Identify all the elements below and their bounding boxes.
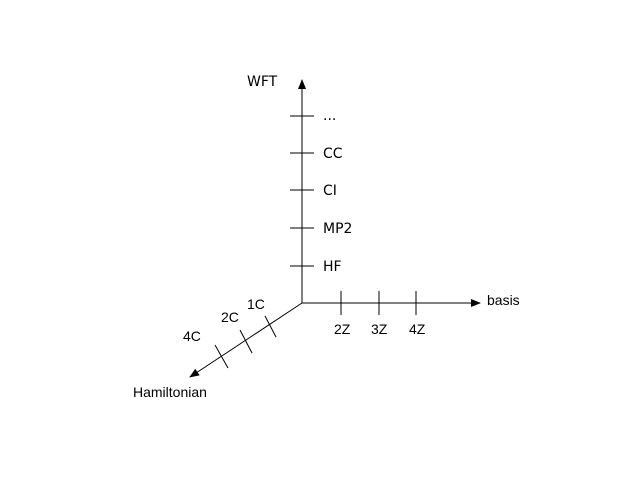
wft-tick-label: CI [323, 183, 337, 199]
hamiltonian-tick-2c [239, 329, 253, 354]
hamiltonian-axis [189, 302, 303, 378]
basis-tick-label: 4Z [409, 321, 426, 337]
basis-axis-label: basis [487, 292, 520, 308]
basis-tick-label: 2Z [334, 321, 351, 337]
wft-tick-label: ... [323, 108, 336, 124]
wft-tick-label: MP2 [323, 221, 352, 237]
wft-tick-label: CC [323, 146, 343, 162]
hamiltonian-tick-label: 2C [221, 309, 239, 325]
hamiltonian-axis-label: Hamiltonian [133, 384, 207, 400]
hamiltonian-tick-label: 4C [183, 328, 201, 344]
hamiltonian-tick-1c [264, 315, 277, 338]
wft-tick-label: HF [323, 259, 342, 275]
hamiltonian-tick-4c [214, 344, 229, 369]
basis-tick-label: 3Z [371, 321, 388, 337]
wft-axis-label: WFT [247, 74, 278, 90]
hamiltonian-tick-label: 1C [247, 296, 265, 312]
